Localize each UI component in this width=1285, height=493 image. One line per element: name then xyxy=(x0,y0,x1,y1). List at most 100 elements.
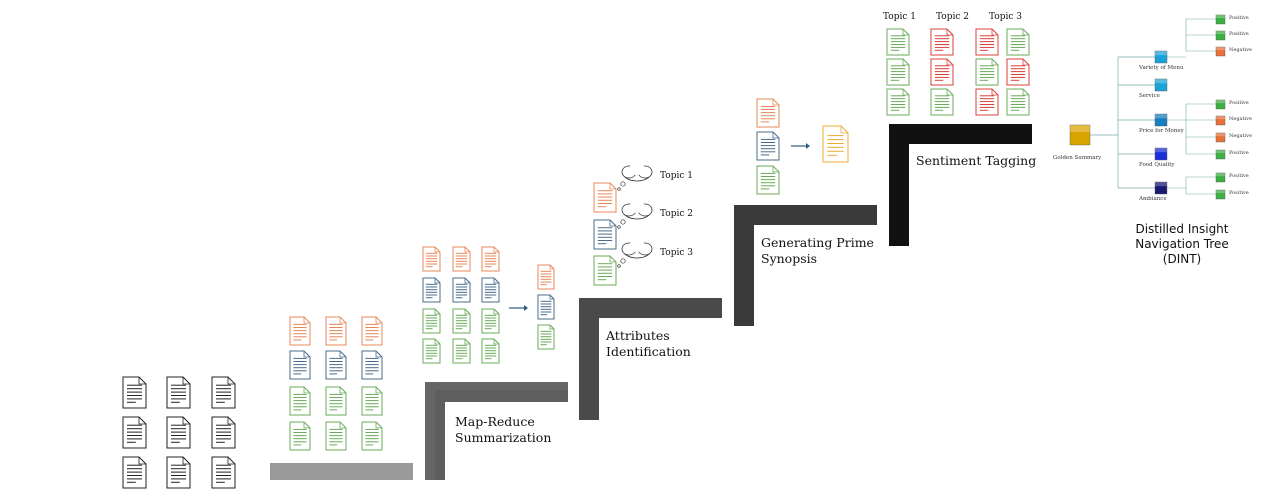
cube-icon xyxy=(1154,78,1168,92)
tree-leaf-label: Negative xyxy=(1229,133,1252,139)
cloud-icon xyxy=(617,240,653,268)
cube-icon xyxy=(1215,132,1226,143)
document-icon xyxy=(422,277,441,303)
tree-leaf-label: Positive xyxy=(1229,15,1249,21)
document-icon xyxy=(166,376,191,409)
topic-header: Topic 2 xyxy=(936,12,969,22)
document-icon xyxy=(211,456,236,489)
document-icon xyxy=(1006,28,1030,56)
document-icon xyxy=(122,456,147,489)
document-icon xyxy=(325,386,347,416)
arrow-icon xyxy=(524,305,528,311)
cube-icon xyxy=(1215,115,1226,126)
document-icon xyxy=(975,28,999,56)
document-icon xyxy=(289,421,311,451)
document-icon xyxy=(361,386,383,416)
cube-icon xyxy=(1215,172,1226,183)
topic-header: Topic 3 xyxy=(989,12,1022,22)
topic-label: Topic 3 xyxy=(660,248,693,258)
document-icon xyxy=(422,338,441,364)
document-icon xyxy=(289,350,311,380)
cube-icon xyxy=(1215,149,1226,160)
thought-clouds xyxy=(617,163,653,268)
tree-node-label: Service xyxy=(1139,93,1160,99)
tree-leaf-label: Positive xyxy=(1229,190,1249,196)
document-icon xyxy=(756,131,780,161)
topic-header: Topic 1 xyxy=(883,12,916,22)
document-icon xyxy=(930,58,954,86)
stair-step-attributes xyxy=(579,298,722,420)
document-icon xyxy=(325,350,347,380)
document-icon xyxy=(822,125,849,163)
document-icon xyxy=(537,324,555,350)
document-icon xyxy=(593,255,617,286)
cube-icon xyxy=(1154,181,1168,195)
document-icon xyxy=(481,277,500,303)
document-icon xyxy=(289,316,311,346)
document-icon xyxy=(325,316,347,346)
step-label-sentiment: Sentiment Tagging xyxy=(916,153,1037,168)
tree-node-label: Food Quality xyxy=(1139,162,1175,168)
document-icon xyxy=(975,88,999,116)
tree-leaf-label: Positive xyxy=(1229,100,1249,106)
arrow-icon xyxy=(806,143,810,149)
stairs-graphic xyxy=(270,124,1032,480)
tree-leaf-label: Negative xyxy=(1229,116,1252,122)
document-icon xyxy=(325,421,347,451)
document-icon xyxy=(886,88,910,116)
document-icon xyxy=(537,264,555,290)
document-icon xyxy=(930,88,954,116)
tree-leaf-label: Positive xyxy=(1229,173,1249,179)
document-icon xyxy=(122,376,147,409)
tree-node-label: Price for Money xyxy=(1139,128,1184,134)
cube-icon xyxy=(1215,14,1226,25)
document-icon xyxy=(975,58,999,86)
document-icon xyxy=(289,386,311,416)
document-icon xyxy=(1006,88,1030,116)
document-icon xyxy=(361,316,383,346)
document-icon xyxy=(1006,58,1030,86)
document-icon xyxy=(481,338,500,364)
stair-step-base xyxy=(270,463,413,480)
document-icon xyxy=(166,456,191,489)
document-icon xyxy=(886,28,910,56)
document-icon xyxy=(452,338,471,364)
cube-icon xyxy=(1154,50,1168,64)
tree-leaf-label: Negative xyxy=(1229,47,1252,53)
cube-icon xyxy=(1215,189,1226,200)
document-icon xyxy=(422,308,441,334)
document-icon xyxy=(930,28,954,56)
tree-leaf-label: Positive xyxy=(1229,31,1249,37)
document-icon xyxy=(361,350,383,380)
cloud-icon xyxy=(617,163,653,191)
document-icon xyxy=(452,308,471,334)
stair-step-sentiment xyxy=(889,124,1032,246)
document-icon xyxy=(361,421,383,451)
tree-node-label: Ambiance xyxy=(1139,196,1167,202)
document-icon xyxy=(756,165,780,195)
document-icon xyxy=(452,246,471,272)
cube-icon xyxy=(1215,99,1226,110)
document-icon xyxy=(122,416,147,449)
cube-icon xyxy=(1154,113,1168,127)
document-icon xyxy=(537,294,555,320)
document-icon xyxy=(756,98,780,128)
cube-icon xyxy=(1215,46,1226,57)
tree-leaf-label: Positive xyxy=(1229,150,1249,156)
tree-node-label: Variety of Menu xyxy=(1139,65,1184,71)
document-icon xyxy=(166,416,191,449)
tree-root-label: Golden Summary xyxy=(1053,155,1102,161)
dint-tree xyxy=(1069,14,1226,200)
cloud-icon xyxy=(617,201,653,229)
document-icon xyxy=(211,376,236,409)
stair-step-prime xyxy=(734,205,877,326)
document-icon xyxy=(211,416,236,449)
document-icon xyxy=(886,58,910,86)
topic-label: Topic 2 xyxy=(660,209,693,219)
document-icon xyxy=(593,219,617,250)
document-icon xyxy=(452,277,471,303)
